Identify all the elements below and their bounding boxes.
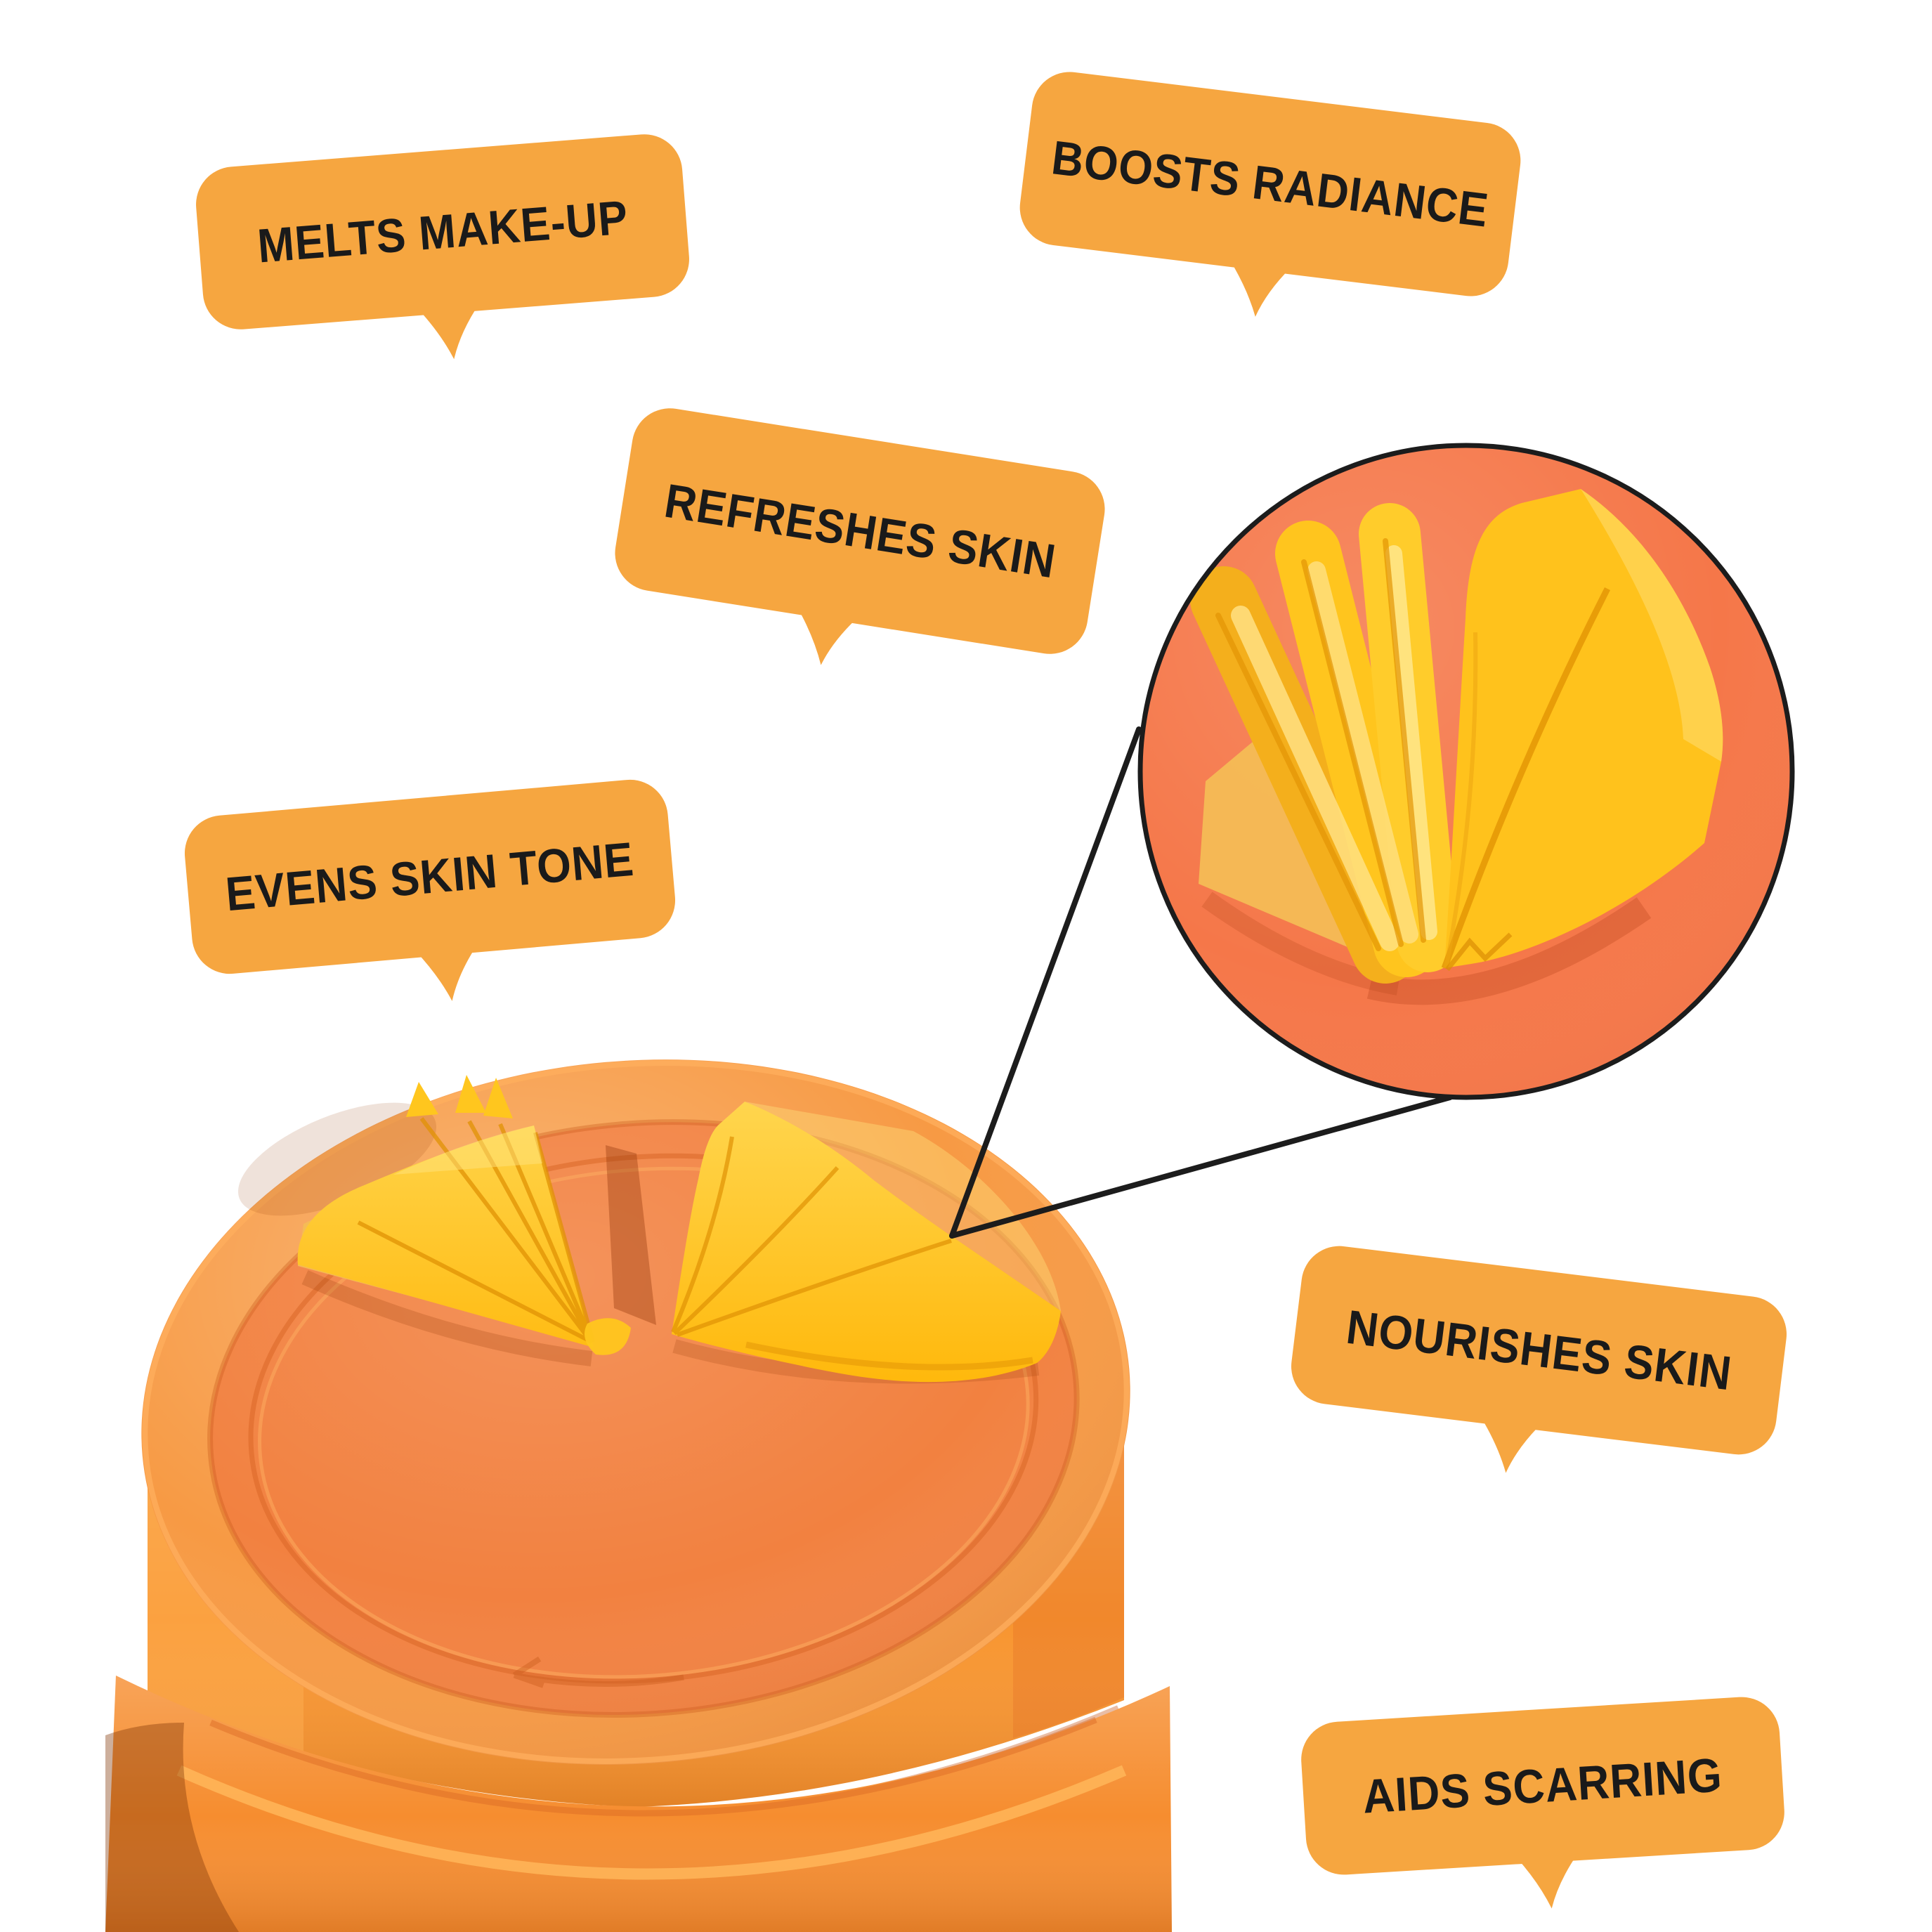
balm-curls: [237, 1075, 1061, 1384]
callout-bubble-refreshes-skin: REFRESHES SKIN: [609, 403, 1111, 665]
magnifier-content: [1140, 445, 1792, 1097]
callout-label: REFRESHES SKIN: [660, 474, 1059, 589]
stick-cap-rim-edge: [142, 1060, 1130, 1764]
magnified-shadow-right: [1366, 897, 1652, 1005]
bubble-tail: [1480, 1416, 1542, 1473]
right-balm-fan: [671, 1102, 1061, 1383]
balm-surface-edge: [207, 1119, 1080, 1718]
stick-base-shading: [105, 1676, 1172, 1932]
balm-crumb: [585, 1318, 631, 1355]
callout-label: NOURISHES SKIN: [1343, 1300, 1735, 1401]
callout-bubble-melts-make-up: MELTS MAKE-UP: [192, 131, 693, 360]
balm-cast-shadow-left: [301, 1269, 593, 1366]
left-fan-creases: [357, 1117, 595, 1344]
connector-line-left: [949, 726, 1142, 1239]
balm-cast-shadow-top: [237, 1102, 437, 1216]
magnified-balm-sheet: [1441, 489, 1723, 972]
right-fan-sheen: [745, 1102, 1061, 1311]
stick-base-highlight: [176, 1765, 1127, 1880]
left-fan-body: [297, 1125, 594, 1347]
magnifier-ring: [1137, 443, 1795, 1100]
surface-groove-ring-light: [258, 1166, 1030, 1679]
twist-arrow-emboss: [512, 1656, 684, 1688]
right-fan-bottom-crease: [745, 1341, 1033, 1371]
callout-bubble-nourishes-skin: NOURISHES SKIN: [1286, 1241, 1791, 1473]
callout-label: BOOSTS RADIANCE: [1048, 131, 1492, 237]
connector-lines: [949, 726, 1453, 1239]
magnifier-inset: [1137, 443, 1795, 1100]
connector-line-right: [949, 1095, 1453, 1239]
callout-label: EVENS SKIN TONE: [223, 832, 637, 922]
balm-stick: [105, 1059, 1172, 1932]
callout-label: AIDS SCARRING: [1361, 1748, 1725, 1824]
callout-label: MELTS MAKE-UP: [255, 190, 630, 273]
surface-groove-ring: [248, 1153, 1039, 1684]
left-balm-fan: [297, 1075, 595, 1347]
left-fan-sheen: [393, 1125, 542, 1175]
callout-bubble-evens-skin-tone: EVENS SKIN TONE: [181, 776, 679, 1001]
notch-shadow: [606, 1145, 656, 1325]
callout-bubble-aids-scarring: AIDS SCARRING: [1298, 1695, 1787, 1909]
stick-base-crease: [209, 1716, 1097, 1817]
bubble-tail: [415, 945, 477, 1001]
bubble-tail: [1229, 259, 1291, 317]
bubble-tail: [797, 607, 859, 665]
stick-base-left-shadow: [105, 1723, 239, 1932]
left-fan-tips: [406, 1075, 513, 1118]
right-fan-body: [672, 1102, 1061, 1383]
right-fan-creases: [671, 1136, 952, 1337]
magnified-balm-sticks: [1190, 503, 1458, 984]
callout-bubble-boosts-radiance: BOOSTS RADIANCE: [1015, 67, 1525, 317]
bubble-tail: [417, 303, 480, 360]
bubble-tail: [1516, 1853, 1578, 1909]
